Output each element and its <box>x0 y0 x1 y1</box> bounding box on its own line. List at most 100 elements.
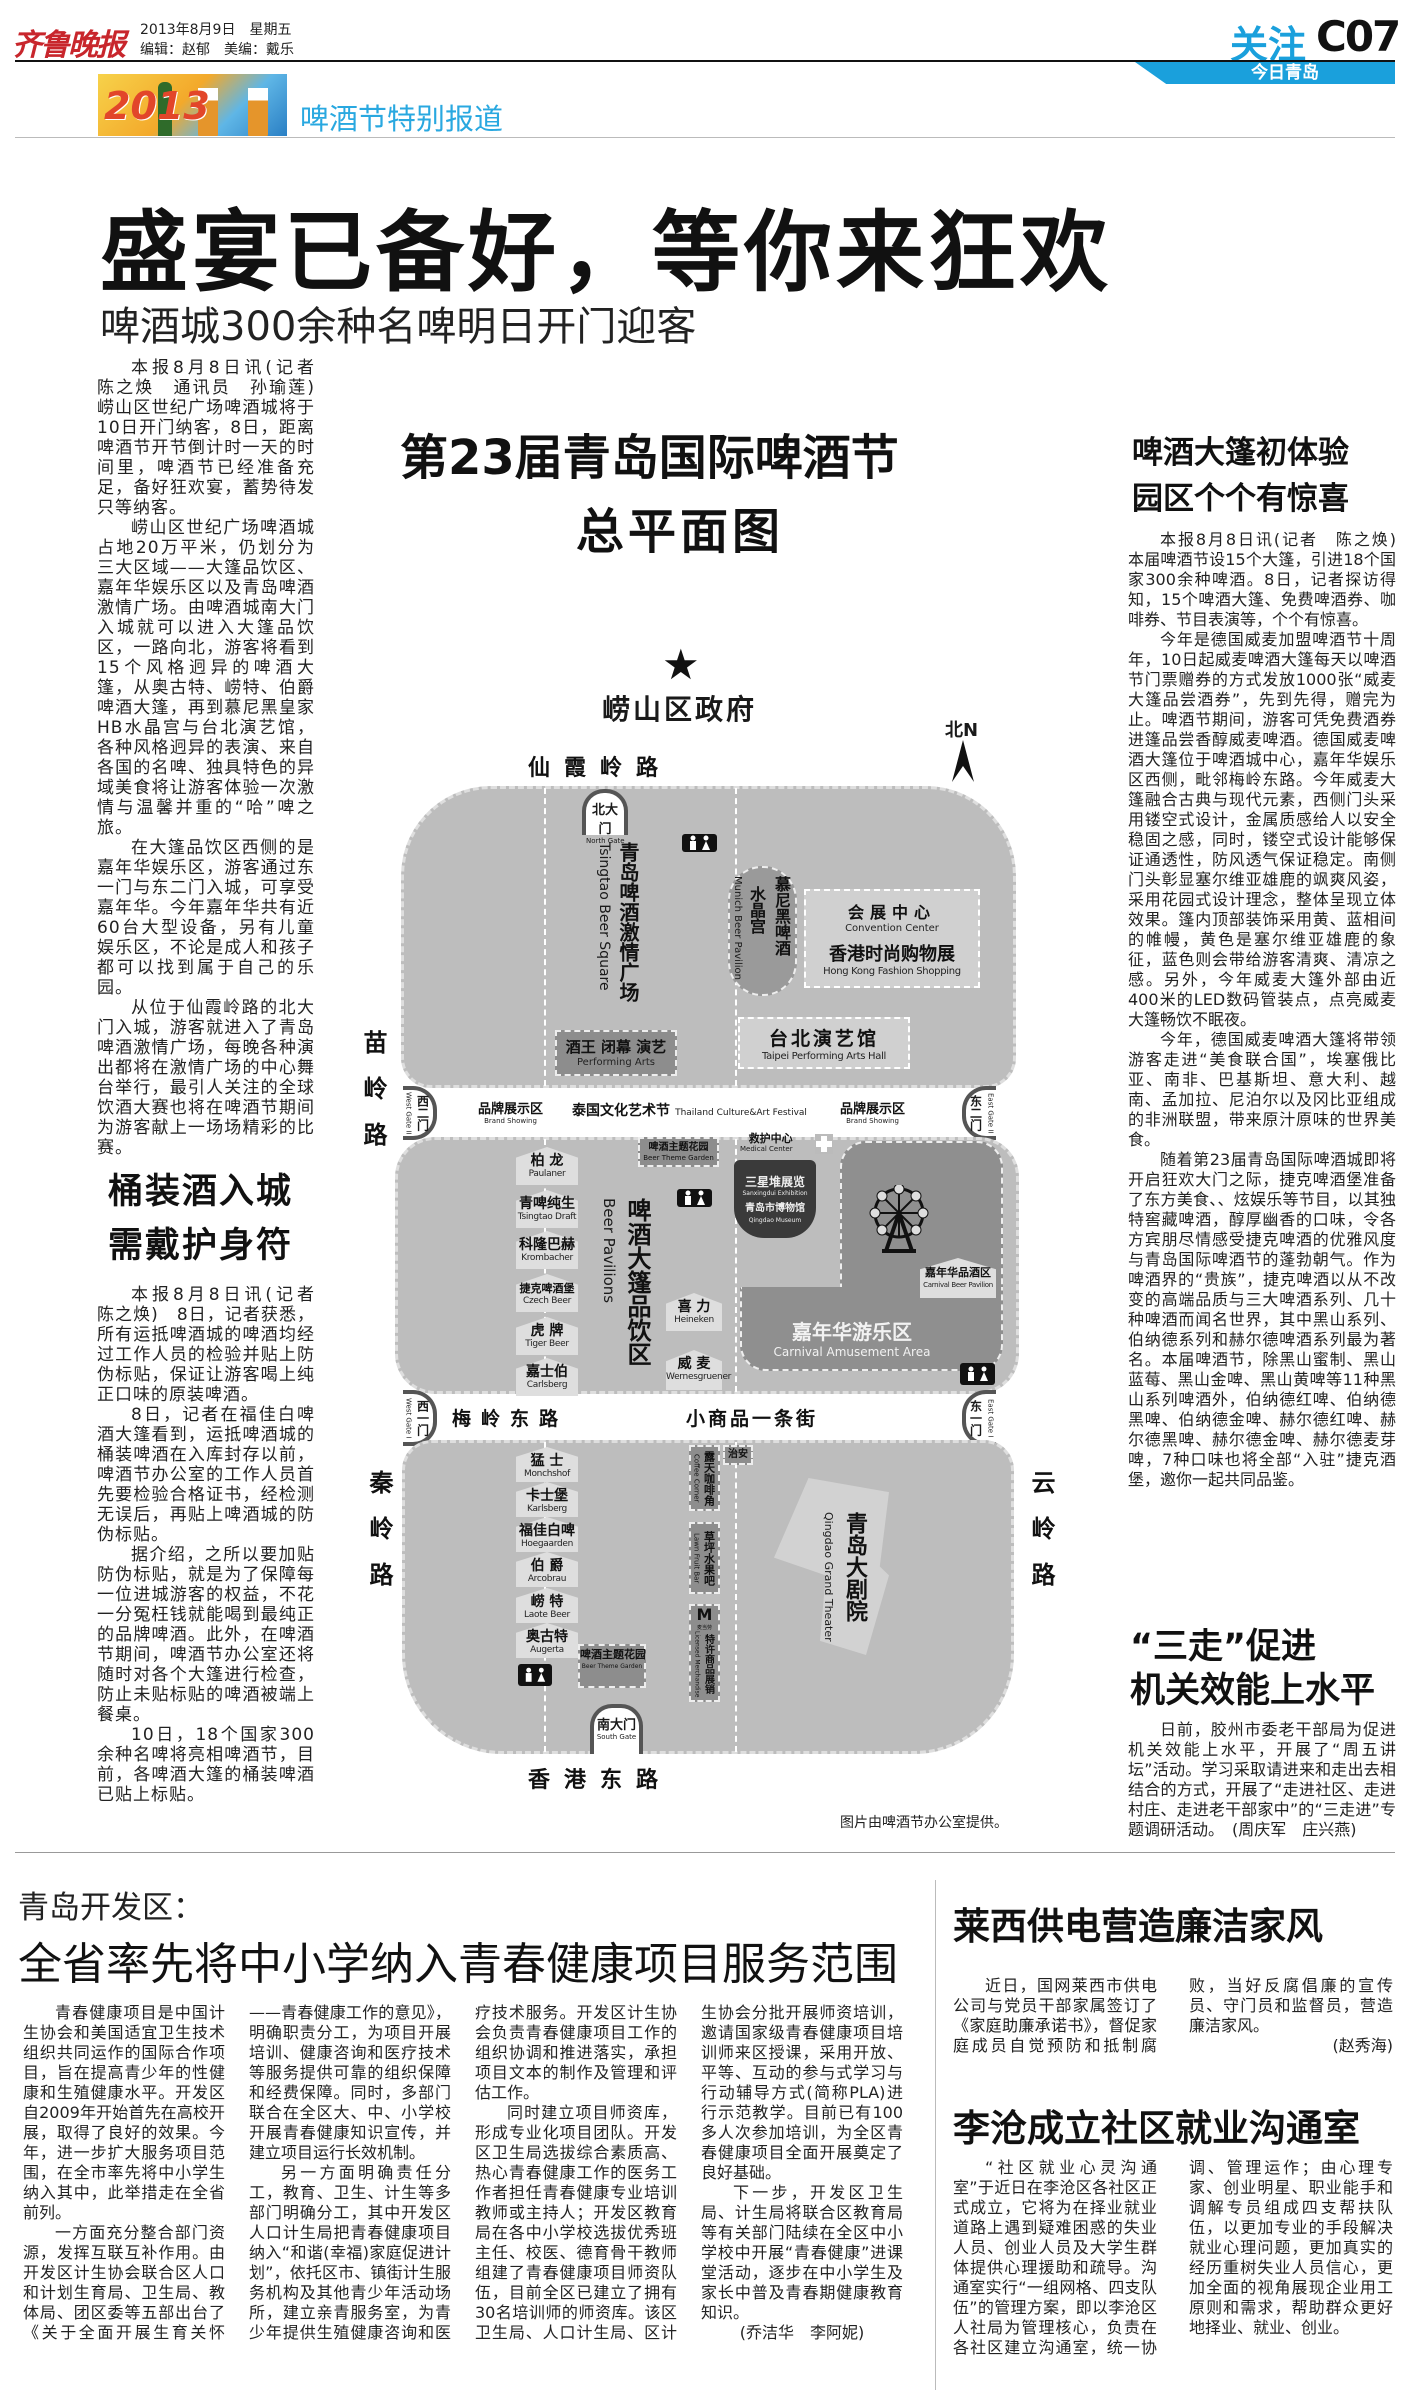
gate-label: 西一门 <box>415 1400 430 1436</box>
editors: 编辑：赵郁 美编：戴乐 <box>140 42 294 58</box>
tsingtao-beer-square: 青岛啤酒激情广场 Tsingtao Beer Square <box>596 842 643 1002</box>
page-number: C07 <box>1316 12 1401 61</box>
zone-label: 水晶宫 <box>747 886 766 934</box>
map-caption: 图片由啤酒节办公室提供。 <box>840 1815 1008 1831</box>
paragraph: 从位于仙霞岭路的北大门入城，游客就进入了青岛啤酒激情广场，每晚各种演出都将在激情… <box>97 998 315 1158</box>
convention-center: 会展中心 Convention Center 香港时尚购物展 Hong Kong… <box>804 889 980 988</box>
paragraph: 本报8月8日讯(记者 陈之焕) 8日，记者获悉，所有运抵啤酒城的啤酒均经过工作人… <box>97 1285 333 1405</box>
tent-label-en: Carlsberg <box>526 1380 568 1390</box>
paragraph: 本报8月8日讯(记者 陈之焕 通讯员 孙瑜莲) 崂山区世纪广场啤酒城将于10日开… <box>97 358 333 518</box>
paragraph: 10日，18个国家300余种名啤将亮相啤酒节，目前，各啤酒大篷的桶装啤酒已贴上标… <box>97 1725 315 1805</box>
paragraph: 崂山区世纪广场啤酒城占地20万平米，仍划分为三大区域——大篷品饮区、嘉年华娱乐区… <box>97 518 315 838</box>
tent-label: 科隆巴赫 <box>519 1237 575 1253</box>
small-goods-street: 小商品一条街 <box>686 1408 819 1430</box>
star-icon: ★ <box>662 640 700 689</box>
zone-label: 会展中心 <box>847 903 936 922</box>
gate-label: 东二门 <box>968 1095 983 1131</box>
road-north: 仙霞岭路 <box>528 756 673 781</box>
headline-line: 需戴护身符 <box>108 1226 294 1266</box>
tent-label: 奥古特 <box>526 1629 568 1645</box>
zone-label-en: Tsingtao Beer Square <box>596 842 612 991</box>
paragraph: 近日，国网莱西市供电公司与党员干部家属签订了《家庭助廉承诺书》，督促家庭成员自觉… <box>953 1976 1393 2055</box>
tent-label-en: Carnival Beer Pavilion <box>923 1281 993 1289</box>
zone-label: 啤酒大篷品饮区 <box>623 1198 651 1366</box>
paragraph: 下一步，开发区卫生局、计生局将联合区教育局等有关部门陆续在全区中小学校中开展“青… <box>701 2183 903 2322</box>
zone-label: 香港时尚购物展 <box>829 944 955 965</box>
qingdao-grand-theater: 青岛大剧院 Qingdao Grand Theater <box>822 1512 870 1642</box>
zone-label-en: Taipei Performing Arts Hall <box>761 1051 887 1062</box>
tent-label-en: Tsingtao Draft <box>517 1212 577 1222</box>
byline: (周庆军 庄兴燕) <box>1232 1820 1357 1839</box>
paragraph: 据介绍，之所以要加贴防伪标贴，就是为了保障每一位进城游客的权益，不花一分冤枉钱就… <box>97 1545 315 1725</box>
youth-article-body: 青春健康项目是中国计生协会和美国适宜卫生技术组织共同运作的国际合作项目，旨在提高… <box>23 2003 903 2343</box>
carnival-amusement-area <box>740 1287 1003 1371</box>
tent-label-en: Czech Beer <box>522 1296 571 1306</box>
tent-label: 崂 特 <box>530 1594 564 1610</box>
headline-line: “三走”促进 <box>1130 1627 1317 1667</box>
zone-label-en: Coffee Corner <box>692 1453 701 1503</box>
zone-label-en: Brand Showing <box>846 1117 899 1125</box>
north-en: N <box>963 720 979 741</box>
zone-label-en: Beer Theme Garden <box>581 1663 643 1670</box>
paragraph: 8日，记者在福佳白啤酒大篷看到，运抵啤酒城的桶装啤酒在入库封存以前，啤酒节办公室… <box>97 1405 315 1545</box>
zone-label: 品牌展示区 <box>840 1102 906 1117</box>
tent-label: 捷克啤酒堡 <box>519 1282 575 1295</box>
zone-label: 嘉年华游乐区 <box>792 1320 912 1344</box>
taipei-performing-arts-hall: 台北演艺馆 Taipei Performing Arts Hall <box>738 1017 910 1069</box>
youth-headline: 全省率先将中小学纳入青春健康项目服务范围 <box>18 1939 898 1990</box>
zone-label: 啤酒主题花园 <box>580 1648 646 1661</box>
zone-label-en: Medical Center <box>740 1145 793 1153</box>
zone-label-en: Qingdao Grand Theater <box>822 1512 835 1642</box>
road-east-bottom: 云岭路 <box>1027 1470 1055 1608</box>
headline-line: 啤酒大篷初体验 <box>1132 435 1349 471</box>
tent-label: 柏 龙 <box>530 1153 564 1169</box>
sanzou-body: 日前，胶州市委老干部局为促进机关效能上水平，开展了“周五讲坛”活动。学习采取请进… <box>1128 1720 1396 1840</box>
paragraph: 今年是德国威麦加盟啤酒节十周年，10日起威麦啤酒大篷每天以啤酒节门票赠券的方式发… <box>1128 630 1396 1029</box>
headline-line: 桶装酒入城 <box>108 1172 294 1212</box>
column-tab: 今日青岛 <box>1135 62 1395 84</box>
zone-label: 救护中心 <box>748 1132 793 1145</box>
tent-label-en: Augerta <box>530 1645 564 1655</box>
paragraph: 同时建立项目师资库，形成专业化项目团队。开发区卫生局选拔综合素质高、热心青春健康… <box>475 2003 903 2342</box>
beer-pavilions-zone: 啤酒大篷品饮区 Beer Pavilions <box>600 1198 655 1366</box>
zone-label-en: Convention Center <box>845 923 939 934</box>
banner-rule <box>15 137 1395 138</box>
lead-article-body: 本报8月8日讯(记者 陈之焕 通讯员 孙瑜莲) 崂山区世纪广场啤酒城将于10日开… <box>97 358 333 1158</box>
paragraph: 在大篷品饮区西侧的是嘉年华娱乐区，游客通过东一门与东二门入城，可享受嘉年华。今年… <box>97 838 315 998</box>
tent-label: 威 麦 <box>677 1356 711 1372</box>
tent-label-en: Wernesgruener <box>666 1372 732 1382</box>
zone-label-en: Performing Arts <box>577 1057 655 1068</box>
tent-label-en: Arcobrau <box>527 1574 567 1584</box>
sanzou-headline: “三走”促进 机关效能上水平 <box>1130 1625 1375 1713</box>
youth-kicker: 青岛开发区： <box>18 1890 204 1926</box>
zone-label-en: Lawn Fruit Bar <box>692 1532 701 1584</box>
issue-date: 2013年8月9日 星期五 <box>140 22 292 38</box>
beer-glass-icon <box>198 88 218 136</box>
zone-label: 酒王 闭幕 演艺 <box>565 1038 667 1056</box>
laixi-body: 近日，国网莱西市供电公司与党员干部家属签订了《家庭助廉承诺书》，督促家庭成员自觉… <box>953 1976 1393 2056</box>
tent-headline: 啤酒大篷初体验 园区个个有惊喜 <box>1132 430 1349 522</box>
restroom-icon <box>682 834 717 852</box>
section-rule <box>15 1852 1395 1853</box>
paragraph: “社区就业心灵沟通室”于近日在李沧区各社区正式成立，它将为在择业就业道路上遇到疑… <box>953 2158 1393 2357</box>
tent-label: 嘉士伯 <box>526 1364 568 1380</box>
zone-label-en: Licensed Merchandise <box>693 1631 701 1698</box>
gate-label-en: West Gate II <box>404 1091 413 1135</box>
tent-label-en: Krombacher <box>521 1253 573 1263</box>
road-meiling-east: 梅岭东路 <box>452 1408 569 1430</box>
north-arrow-icon <box>952 740 974 782</box>
zone-label-en: Qingdao Museum <box>748 1217 802 1224</box>
zone-label: 慕尼黑啤酒 <box>772 876 791 956</box>
